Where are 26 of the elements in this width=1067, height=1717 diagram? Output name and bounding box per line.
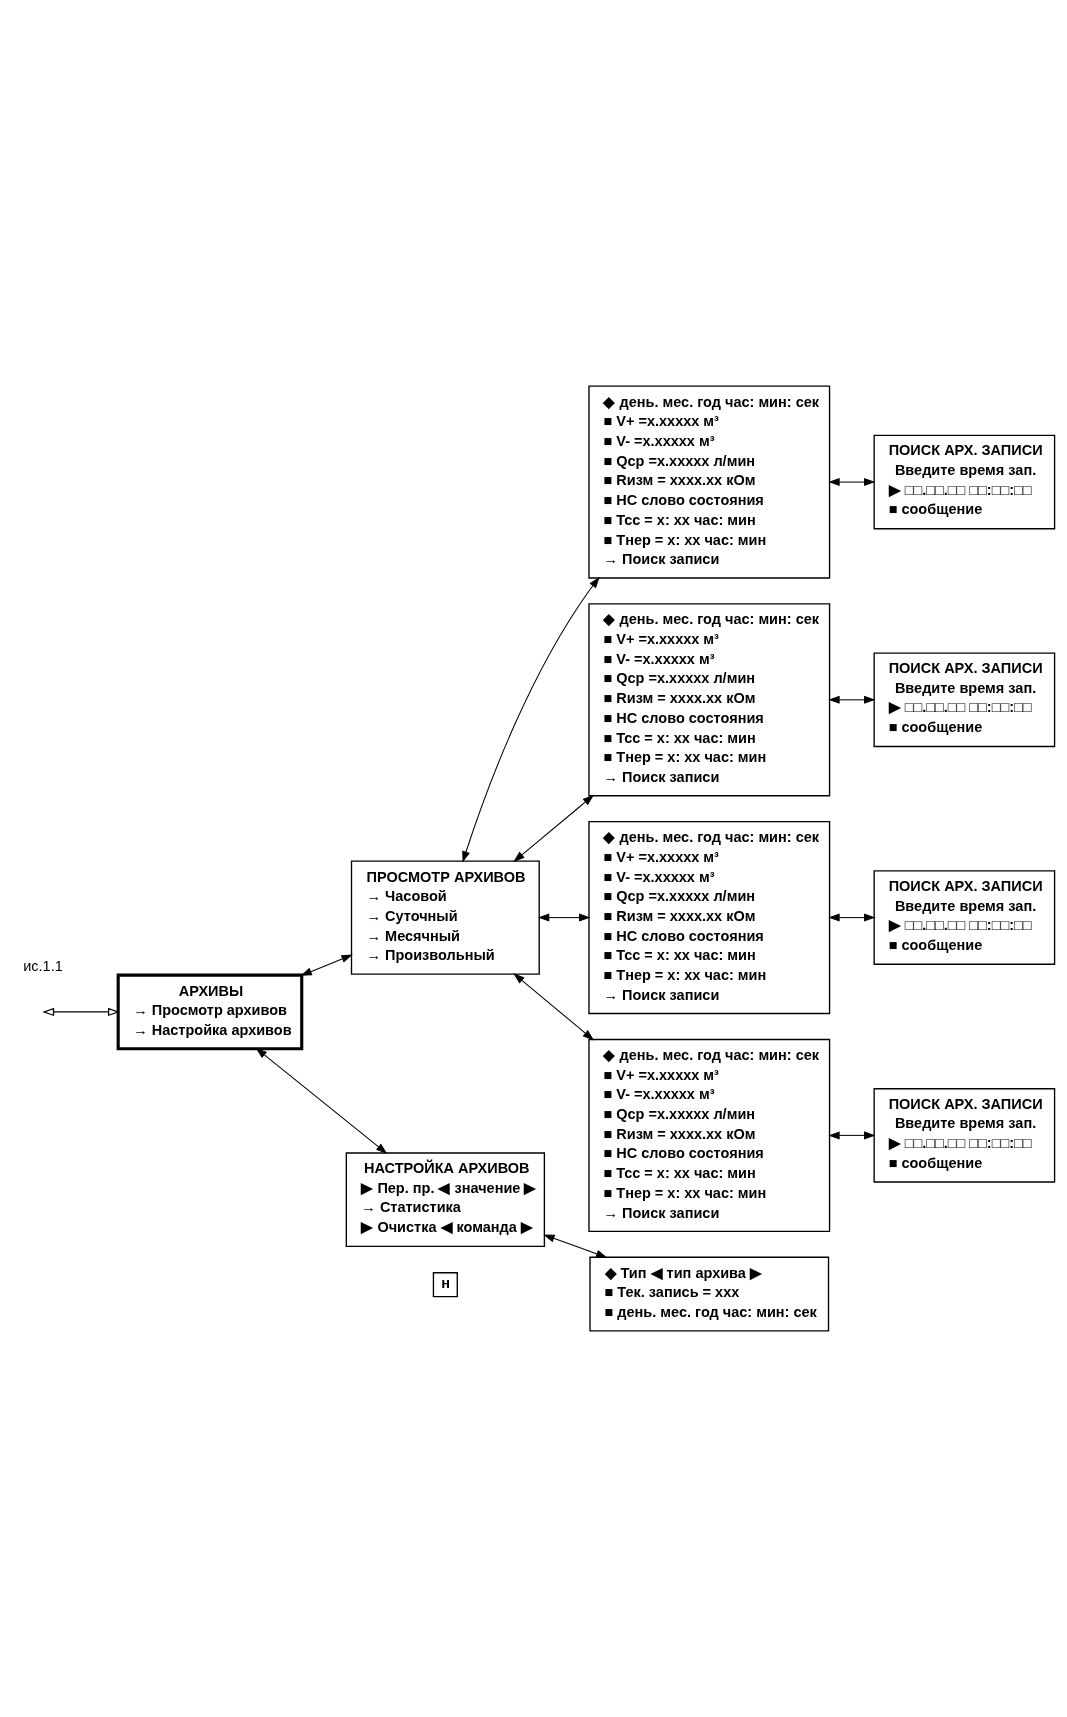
arrow [828,695,876,704]
node-box: ПОИСК АРХ. ЗАПИСИ Введите время зап. ▶ □□.□□.□□ □□:□□:□□ ■ сообщение [873,1088,1056,1183]
arrow [828,1131,876,1140]
node-box: АРХИВЫ → Просмотр архивов → Настройка архивов [116,973,304,1051]
arrow [828,478,876,487]
node-box: ПОИСК АРХ. ЗАПИСИ Введите время зап. ▶ □□.□□.□□ □□:□□:□□ ■ сообщение [873,870,1056,965]
arrow [543,1234,608,1258]
node-box: ПОИСК АРХ. ЗАПИСИ Введите время зап. ▶ □□.□□.□□ □□:□□:□□ ■ сообщение [873,434,1056,530]
node-box: ◆ день. мес. год час: мин: сек ■ V+ =x.xxxxx м³ ■ V- =x.xxxxx м³ ■ Qср =x.xxxxx л/мин ■ Rизм = xxxx.xx кОм ■ НС слово состояния ■ Тсс = x: xx час: мин ■ Тнер = x: xx час: мин → Поиск записи [588,1038,831,1232]
node-box: ◆ Тип ◀ тип архива ▶ ■ Тек. запись = xxx ■ день. мес. год час: мин: сек [589,1256,830,1332]
node-box: ПОИСК АРХ. ЗАПИСИ Введите время зап. ▶ □□.□□.□□ □□:□□:□□ ■ сообщение [873,652,1056,748]
label: ис.1.1 [23,958,63,975]
arrow [300,954,353,976]
arrow [42,1007,120,1017]
node-box: ◆ день. мес. год час: мин: сек ■ V+ =x.xxxxx м³ ■ V- =x.xxxxx м³ ■ Qср =x.xxxxx л/мин ■ Rизм = xxxx.xx кОм ■ НС слово состояния ■ Тсс = x: xx час: мин ■ Тнер = x: xx час: мин → Поиск записи [588,603,831,797]
node-box: ◆ день. мес. год час: мин: сек ■ V+ =x.xxxxx м³ ■ V- =x.xxxxx м³ ■ Qср =x.xxxxx л/мин ■ Rизм = xxxx.xx кОм ■ НС слово состояния ■ Тсс = x: xx час: мин ■ Тнер = x: xx час: мин → Поиск записи [588,385,831,579]
node-box: ПРОСМОТР АРХИВОВ → Часовой → Суточный → Месячный → Произвольный [350,860,540,975]
arrow [513,973,594,1041]
arrow [462,576,600,863]
node-box: ◆ день. мес. год час: мин: сек ■ V+ =x.xxxxx м³ ■ V- =x.xxxxx м³ ■ Qср =x.xxxxx л/мин ■ Rизм = xxxx.xx кОм ■ НС слово состояния ■ Тсс = x: xx час: мин ■ Тнер = x: xx час: мин → Поиск записи [588,821,831,1015]
arrow [513,794,594,862]
arrow [828,913,876,922]
node-box: н [432,1272,458,1298]
arrow [537,913,591,922]
node-box: НАСТРОЙКА АРХИВОВ ▶ Пер. пр. ◀ значение ▶ → Статистика ▶ Очистка ◀ команда ▶ [345,1152,546,1247]
arrow [255,1047,388,1154]
